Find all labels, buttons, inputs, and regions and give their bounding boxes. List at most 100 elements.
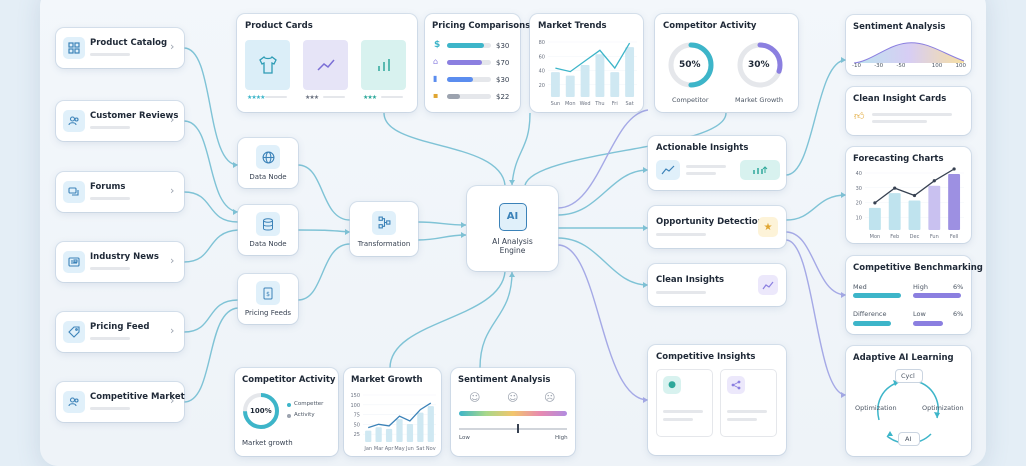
chevron-right-icon: › [170, 394, 175, 407]
clean-insights-card[interactable]: Clean Insights [648, 264, 786, 306]
bar-mark [625, 47, 635, 97]
product-tile[interactable] [245, 40, 290, 90]
scale-low-label: Low [459, 435, 470, 441]
source-card-product-catalog[interactable]: Product Catalog › [56, 28, 184, 68]
adaptive-ai-learning-panel[interactable]: Adaptive AI Learning Cycl Optimization O… [846, 346, 971, 456]
x-tick-label: Fri [612, 101, 618, 107]
price-value: $30 [496, 76, 510, 84]
panel-title: Clean Insight Cards [853, 94, 947, 104]
bar-mark [427, 406, 434, 442]
data-point [952, 167, 956, 171]
x-tick-label: Apr [385, 446, 395, 452]
benchmark-label: High [913, 283, 928, 291]
competitor-activity-bottom-panel[interactable]: Competitor Activity 100% Competter Activ… [235, 368, 338, 456]
benchmark-label: Difference [853, 310, 887, 318]
source-label: Customer Reviews [90, 111, 179, 121]
price-bar-fill [447, 94, 461, 99]
cycle-bottom-pill[interactable] [898, 432, 920, 446]
product-tile[interactable] [361, 40, 406, 90]
data-node-2[interactable]: Data Node [238, 205, 298, 255]
bar-mark [868, 207, 881, 230]
competitor-activity-panel[interactable]: Competitor Activity 50% Competitor 30% M… [655, 14, 798, 112]
panel-title: Sentiment Analysis [458, 375, 551, 385]
ring-value: 30% [748, 60, 770, 70]
happy-face-icon: ☺ [469, 391, 481, 404]
price-value: $70 [496, 59, 510, 67]
panel-title: Opportunity Detection [656, 217, 764, 227]
data-node-1[interactable]: Data Node [238, 138, 298, 188]
panel-title: Market Trends [538, 21, 607, 31]
y-tick-label: 80 [539, 40, 545, 46]
source-card-industry-news[interactable]: Industry News › [56, 242, 184, 282]
data-point [873, 201, 877, 205]
rating-stars: ★★★ [305, 94, 319, 101]
cycle-top-pill[interactable] [895, 369, 923, 383]
product-tile[interactable] [303, 40, 348, 90]
legend-label: Competter [294, 401, 324, 407]
engine-title-line1: AI Analysis [492, 236, 533, 246]
price-bar-fill [447, 43, 485, 48]
sentiment-analysis-panel[interactable]: Sentiment Analysis ☺ ☺ ☹ Low High [451, 368, 575, 456]
benchmark-bar [913, 293, 961, 298]
ai-analysis-engine[interactable]: AI AI Analysis Engine [467, 186, 558, 271]
bar-mark [417, 412, 424, 442]
ring-label: Market Growth [735, 96, 783, 104]
cycle-right-label: Optimization [922, 404, 964, 412]
panel-title: Product Cards [245, 21, 313, 31]
benchmark-bar [853, 321, 891, 326]
users-icon [63, 391, 85, 413]
bar-mark [396, 419, 403, 442]
trend-icon [758, 275, 778, 295]
insight-tile[interactable] [720, 369, 777, 437]
source-card-competitive-market[interactable]: Competitive Market › [56, 382, 185, 422]
pricing-feeds-node[interactable]: $ Pricing Feeds [238, 274, 298, 324]
y-tick-label: 40 [539, 69, 545, 75]
thumbs-up-icon: 👍︎ [854, 111, 865, 122]
node-label: Data Node [249, 173, 287, 181]
bar-mark [365, 430, 372, 442]
product-cards-panel[interactable]: Product Cards ★★★★ ★★★ ★★★ [237, 14, 417, 112]
source-card-customer-reviews[interactable]: Customer Reviews › [56, 101, 184, 141]
transformation-node[interactable]: Transformation [350, 202, 418, 256]
x-tick-label: Mon [870, 234, 881, 240]
data-point [912, 193, 917, 198]
actionable-insights-card[interactable]: Actionable Insights [648, 136, 786, 190]
x-tick-label: Jun [405, 446, 414, 452]
sentiment-gradient-bar [459, 411, 567, 416]
x-tick-label: Sun [551, 101, 561, 107]
bar-mark [375, 427, 382, 442]
source-card-forums[interactable]: Forums › [56, 172, 184, 212]
series-line [555, 42, 631, 73]
y-tick-label: 150 [350, 393, 360, 399]
panel-title: Competitive Benchmarking [853, 263, 983, 273]
panel-title: Adaptive AI Learning [853, 353, 954, 363]
competitive-insights-panel[interactable]: Competitive Insights ● [648, 345, 786, 455]
sentiment-slider-thumb[interactable] [517, 424, 519, 433]
pricing-comparisons-panel[interactable]: Pricing Comparisons $ ⌂ ▮ ▪ $30 $70 $30 … [425, 14, 530, 112]
source-card-pricing-feed[interactable]: Pricing Feed › [56, 312, 184, 352]
clean-insight-cards-panel[interactable]: Clean Insight Cards 👍︎ [846, 87, 971, 135]
bar-mark [610, 72, 620, 97]
ring-value: 50% [679, 60, 701, 70]
y-tick-label: 100 [350, 403, 360, 409]
x-tick-label: Mon [565, 101, 576, 107]
benchmark-label: Low [913, 310, 926, 318]
x-tick-label: Fun [930, 234, 939, 240]
panel-title: Competitor Activity [663, 21, 757, 31]
source-label: Pricing Feed [90, 322, 150, 332]
tag-icon: ⌂ [433, 57, 439, 66]
ai-chip-icon: AI [498, 202, 527, 231]
opportunity-detection-card[interactable]: Opportunity Detection ★ [648, 206, 786, 248]
x-tick-label: Mar [374, 446, 384, 452]
insight-tile[interactable]: ● [656, 369, 713, 437]
competitive-benchmarking-panel[interactable]: Competitive Benchmarking Med High 6% Dif… [846, 256, 983, 334]
chevron-right-icon: › [170, 254, 175, 267]
x-tick-label: 100 [955, 63, 966, 69]
bar-mark [565, 75, 575, 97]
rating-stars: ★★★★ [247, 94, 265, 101]
